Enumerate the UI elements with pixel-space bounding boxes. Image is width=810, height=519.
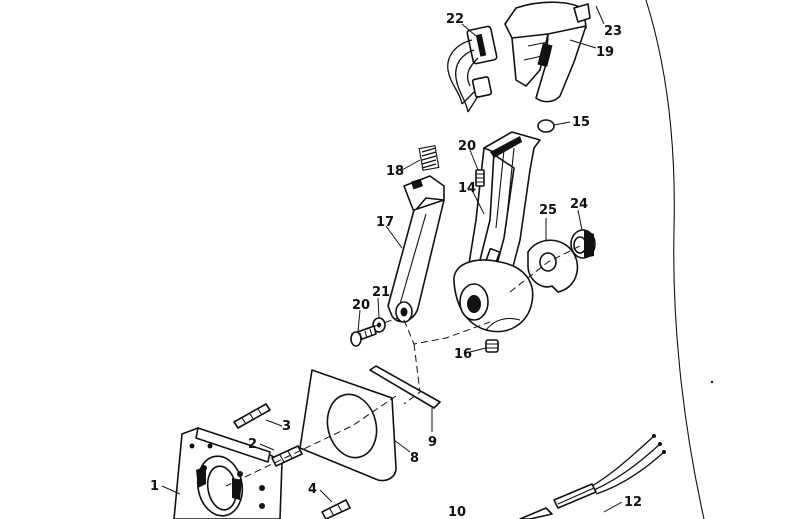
leader-20b [357,309,361,333]
part-17-arm [387,175,445,323]
leader-22 [461,23,477,37]
leader-18 [401,159,421,171]
part-16-setscrew [485,339,499,353]
leader-19 [569,39,597,49]
part-22-switch-harness [447,25,498,113]
leader-14 [471,189,485,215]
label-19: 19 [596,45,614,60]
alignment-line [403,343,421,405]
label-3: 3 [282,419,291,434]
part-10-cable-end [519,507,553,519]
part-9-strip [369,365,441,409]
page-border-curve [645,0,705,519]
part-19-handle [504,1,587,103]
label-8: 8 [410,451,419,466]
leader-15 [553,121,571,126]
leader-17 [385,225,403,249]
leader-23 [595,5,605,25]
part-2-screw [271,445,303,467]
part-3-screw [233,403,271,429]
label-16: 16 [454,347,472,362]
leader-20a [469,149,479,171]
part-20-screw-upper [475,169,485,187]
part-8-gasket [299,369,397,482]
label-20-lower: 20 [352,298,370,313]
leader-8 [393,439,411,453]
leader-24 [577,209,583,231]
leader-2 [259,443,275,451]
label-22: 22 [446,12,464,27]
label-17: 17 [376,215,394,230]
leader-12 [603,501,623,513]
part-15-plug [537,119,555,133]
part-20-screw-lower [350,325,377,347]
part-1-housing [173,427,283,519]
label-2: 2 [248,437,257,452]
part-25-cam [527,239,579,293]
alignment-line [509,245,581,293]
part-24-nut [570,229,596,259]
label-25: 25 [539,203,557,218]
label-24: 24 [570,197,588,212]
speck [710,380,714,384]
alignment-line [225,395,397,487]
label-1: 1 [150,479,159,494]
label-23: 23 [604,24,622,39]
part-12-cable-harness [553,434,666,509]
label-12: 12 [624,495,642,510]
part-4-screw [321,499,351,519]
part-18-spring [418,145,440,171]
label-14: 14 [458,181,476,196]
leader-1 [161,485,181,495]
label-9: 9 [428,435,437,450]
leader-16 [469,347,487,353]
leader-21 [377,297,380,319]
label-15: 15 [572,115,590,130]
label-21: 21 [372,285,390,300]
alignment-line [403,319,491,345]
label-10: 10 [448,505,466,519]
label-4: 4 [308,482,317,497]
alignment-line [363,317,399,331]
label-18: 18 [386,164,404,179]
leader-3 [265,419,283,427]
leader-4 [319,489,333,503]
label-20-upper: 20 [458,139,476,154]
part-14-lever [453,131,541,333]
part-23-retainer [573,3,591,23]
